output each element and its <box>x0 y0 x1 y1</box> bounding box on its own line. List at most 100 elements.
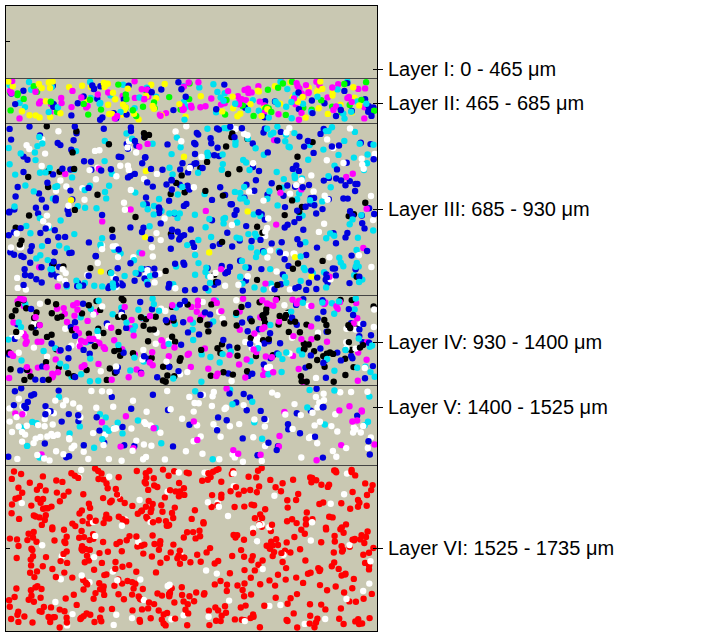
cell-dot <box>46 377 52 383</box>
cell-dot <box>151 211 157 217</box>
cell-dot <box>195 131 201 137</box>
cell-dot <box>367 369 373 375</box>
cell-dot <box>164 388 170 394</box>
cell-dot <box>129 591 135 597</box>
cell-dot <box>27 230 33 236</box>
cell-dot <box>95 361 101 367</box>
cell-dot <box>101 158 107 164</box>
cell-dot <box>232 189 238 195</box>
cell-dot <box>8 90 14 96</box>
cell-dot <box>149 296 155 302</box>
cell-dot <box>246 188 252 194</box>
cell-dot <box>45 257 51 263</box>
cell-dot <box>316 229 322 235</box>
cell-dot <box>264 126 270 132</box>
cell-dot <box>158 237 164 243</box>
cell-dot <box>97 100 103 106</box>
cell-dot <box>359 212 365 218</box>
cell-dot <box>140 347 146 353</box>
cell-dot <box>320 360 326 366</box>
cell-dot <box>365 445 371 451</box>
cell-dot <box>345 322 351 328</box>
cell-dot <box>71 231 77 237</box>
cell-dot <box>239 125 245 131</box>
cell-dot <box>170 315 176 321</box>
cell-dot <box>267 247 273 253</box>
cell-dot <box>8 90 14 96</box>
cell-dot <box>266 114 272 120</box>
cell-dot <box>206 216 212 222</box>
cell-dot <box>113 541 119 547</box>
cell-dot <box>203 264 209 270</box>
cell-dot <box>29 243 35 249</box>
cell-dot <box>158 440 164 446</box>
cell-dot <box>42 411 48 417</box>
cell-dot <box>57 110 63 116</box>
cell-dot <box>283 129 289 135</box>
cell-dot <box>264 254 270 260</box>
cell-dot <box>282 138 288 144</box>
cell-dot <box>116 154 122 160</box>
cell-dot <box>198 93 204 99</box>
cell-dot <box>28 562 34 568</box>
cell-dot <box>215 279 221 285</box>
cell-dot <box>39 163 45 169</box>
cell-dot <box>301 345 307 351</box>
cell-dot <box>151 265 157 271</box>
cell-dot <box>293 182 299 188</box>
cell-dot <box>182 287 188 293</box>
cell-dot <box>347 208 353 214</box>
cell-dot <box>279 356 285 362</box>
cell-dot <box>323 284 329 290</box>
cell-dot <box>48 340 54 346</box>
cell-dot <box>225 269 231 275</box>
cell-dot <box>6 375 12 381</box>
cell-dot <box>5 454 11 460</box>
cell-dot <box>283 349 289 355</box>
cell-dot <box>105 81 111 87</box>
cell-dot <box>130 398 136 404</box>
cell-dot <box>306 182 312 188</box>
cell-dot <box>314 94 320 100</box>
cell-dot <box>359 220 365 226</box>
cell-dot <box>359 156 365 162</box>
cell-dot <box>95 298 101 304</box>
cell-dot <box>357 344 363 350</box>
cell-dot <box>257 452 263 458</box>
cell-dot <box>239 258 245 264</box>
cell-dot <box>148 236 154 242</box>
cell-dot <box>144 141 150 147</box>
cell-dot <box>65 355 71 361</box>
cell-dot <box>303 114 309 120</box>
cell-dot <box>258 113 264 119</box>
cell-dot <box>19 411 25 417</box>
cell-dot <box>80 301 86 307</box>
cell-dot <box>226 352 232 358</box>
cell-dot <box>210 81 216 87</box>
cell-dot <box>298 278 304 284</box>
cell-dot <box>80 347 86 353</box>
cell-dot <box>79 83 85 89</box>
cell-dot <box>143 194 149 200</box>
cell-dot <box>183 448 189 454</box>
cell-dot <box>123 319 129 325</box>
cell-dot <box>120 282 126 288</box>
cell-dot <box>333 175 339 181</box>
cell-dot <box>229 201 235 207</box>
cell-dot <box>352 181 358 187</box>
cell-dot <box>255 88 261 94</box>
cell-dot <box>42 440 48 446</box>
cell-dot <box>186 350 192 356</box>
cell-dot <box>283 112 289 118</box>
cell-dot <box>206 622 212 628</box>
cell-dot <box>186 394 192 400</box>
cell-dot <box>52 397 58 403</box>
cell-dot <box>38 339 44 345</box>
cell-dot <box>123 96 129 102</box>
cell-dot <box>262 280 268 286</box>
cell-dot <box>313 394 319 400</box>
cell-dot <box>112 96 118 102</box>
cell-dot <box>194 552 200 558</box>
cell-dot <box>56 242 62 248</box>
cell-dot <box>333 113 339 119</box>
